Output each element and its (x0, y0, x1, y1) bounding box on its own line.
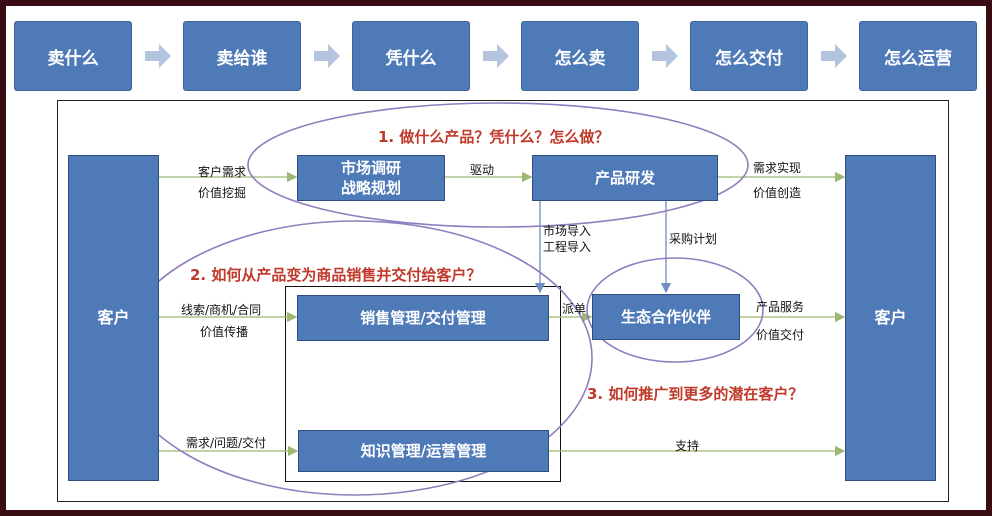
question-1-ellipse (247, 102, 749, 228)
step-what-to-sell: 卖什么 (14, 21, 132, 91)
market-research-block: 市场调研 战略规划 (297, 155, 445, 201)
step-arrow-icon (483, 44, 509, 68)
label-leads: 线索/商机/合同 (181, 303, 262, 317)
step-how-to-operate: 怎么运营 (859, 21, 977, 91)
label-dispatch: 派单 (562, 302, 587, 316)
label-value-create: 价值创造 (753, 186, 802, 200)
label-eng-import: 工程导入 (543, 240, 592, 254)
step-arrow-icon (821, 44, 847, 68)
question-3-ellipse (586, 257, 764, 363)
question-3: 3. 如何推广到更多的潜在客户？ (587, 385, 804, 403)
strategy-planning-label: 战略规划 (340, 179, 401, 197)
label-need-realize: 需求实现 (753, 161, 802, 175)
label-value-deliver: 价值交付 (756, 328, 805, 342)
customer-left-block: 客户 (68, 155, 159, 481)
knowledge-ops-block: 知识管理/运营管理 (298, 430, 549, 472)
label-customer-need: 客户需求 (198, 165, 247, 179)
label-value-mining: 价值挖掘 (198, 186, 247, 200)
customer-right-block: 客户 (845, 155, 936, 481)
step-sell-to-whom: 卖给谁 (183, 21, 301, 91)
label-need-issue: 需求/问题/交付 (186, 436, 267, 450)
sales-ops-group-box (285, 286, 561, 482)
step-arrow-icon (145, 44, 171, 68)
product-rd-block: 产品研发 (532, 155, 718, 201)
sales-delivery-block: 销售管理/交付管理 (297, 295, 549, 341)
question-2: 2. 如何从产品变为商品销售并交付给客户？ (190, 266, 482, 284)
label-drive: 驱动 (470, 163, 495, 177)
market-research-label: 市场调研 (340, 159, 401, 177)
step-arrow-icon (314, 44, 340, 68)
question-1: 1. 做什么产品？凭什么？怎么做？ (378, 128, 610, 146)
eco-partner-block: 生态合作伙伴 (592, 294, 740, 340)
label-market-import: 市场导入 (543, 224, 592, 238)
step-based-on-what: 凭什么 (352, 21, 470, 91)
label-value-spread: 价值传播 (200, 325, 249, 339)
label-product-service: 产品服务 (756, 300, 805, 314)
label-purchase-plan: 采购计划 (669, 232, 718, 246)
step-how-to-deliver: 怎么交付 (690, 21, 808, 91)
step-how-to-sell: 怎么卖 (521, 21, 639, 91)
label-support: 支持 (675, 439, 700, 453)
step-arrow-icon (652, 44, 678, 68)
